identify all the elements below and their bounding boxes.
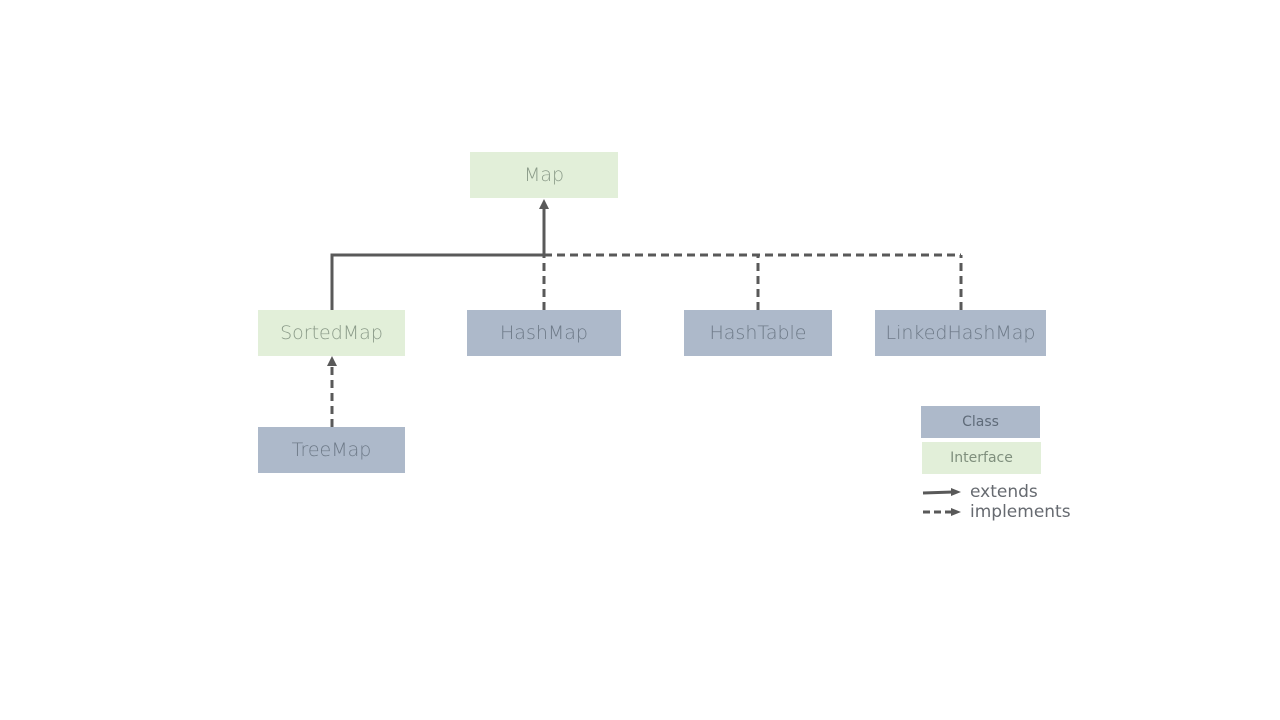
node-hashmap: HashMap [467,310,621,356]
node-sortedmap-label: SortedMap [280,322,383,344]
edge-sortedmap-extends-map [330,207,546,310]
legend-implements-arrowhead [951,508,961,516]
arrowhead-sortedmap [327,356,337,366]
node-treemap-label: TreeMap [291,439,372,461]
legend-extends-line [922,490,954,495]
node-sortedmap: SortedMap [258,310,405,356]
node-linkedhashmap-label: LinkedHashMap [885,322,1036,344]
node-linkedhashmap: LinkedHashMap [875,310,1046,356]
node-treemap: TreeMap [258,427,405,473]
node-map-label: Map [523,164,565,186]
legend-implements-label: implements [970,502,1071,522]
legend-class-label: Class [962,414,999,430]
legend-extends-label: extends [970,482,1038,502]
legend-extends-arrowhead [951,488,961,496]
node-hashtable-label: HashTable [709,322,807,344]
legend-interface-label: Interface [950,450,1013,466]
node-map: Map [470,152,618,198]
arrowhead-map [539,199,549,209]
legend-class-swatch: Class [921,406,1040,438]
node-hashtable: HashTable [684,310,832,356]
legend-interface-swatch: Interface [922,442,1041,474]
node-hashmap-label: HashMap [500,322,588,344]
